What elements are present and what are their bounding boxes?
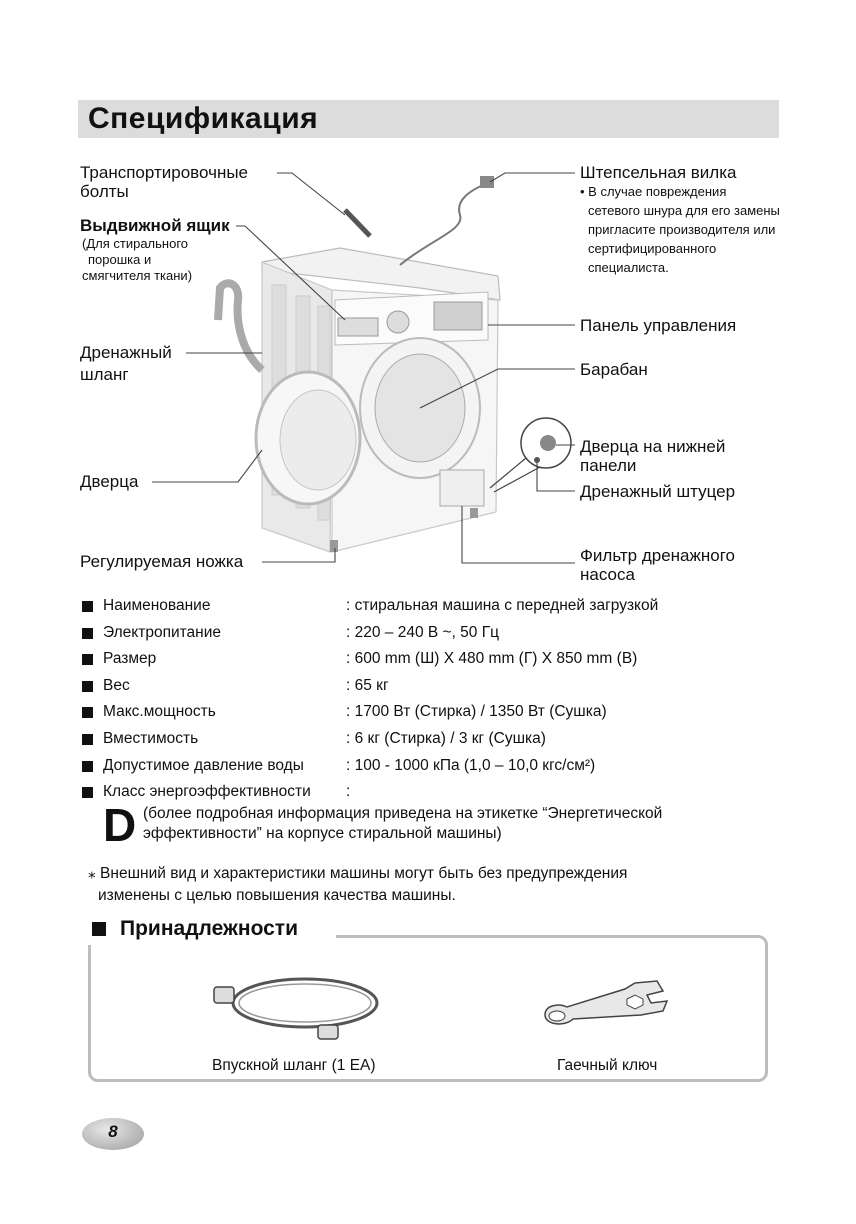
wrench-icon xyxy=(544,980,669,1025)
page-title: Спецификация xyxy=(88,102,319,135)
drawer-note-2: порошка и xyxy=(88,252,152,267)
energy-note-line-2: эффективности” на корпусе стиральной маш… xyxy=(143,825,502,842)
plug-note-1: • В случае повреждения xyxy=(580,184,727,199)
disclaimer: ⁎ Внешний вид и характеристики машины мо… xyxy=(88,863,627,907)
washing-machine-icon xyxy=(214,176,572,553)
label-drain-plug: Дренажный штуцер xyxy=(580,482,736,501)
plug-note-2: сетевого шнура для его замены xyxy=(588,203,780,218)
accessory-inlet-hose-label: Впускной шланг (1 EA) xyxy=(212,1057,376,1074)
washing-machine-diagram xyxy=(152,172,575,564)
disclaimer-line-1: ⁎ Внешний вид и характеристики машины мо… xyxy=(88,865,628,882)
drawer-note-1: (Для стирального xyxy=(82,236,188,251)
title-bar xyxy=(78,100,779,138)
label-drain-hose: Дренажный xyxy=(80,343,172,362)
label-transport-bolts-2: болты xyxy=(80,182,129,201)
label-control-panel: Панель управления xyxy=(580,316,737,335)
plug-note-3: пригласите производителя или xyxy=(588,222,776,237)
accessory-wrench-label: Гаечный ключ xyxy=(557,1057,658,1074)
drawer-note-3: смягчителя ткани) xyxy=(82,268,193,283)
label-lower-door: Дверца на нижней xyxy=(580,437,726,456)
energy-class-letter: D xyxy=(103,799,137,851)
label-transport-bolts: Транспортировочные xyxy=(80,163,248,182)
label-door: Дверца xyxy=(80,472,139,491)
accessories-title: Принадлежности xyxy=(120,917,298,940)
label-plug: Штепсельная вилка xyxy=(580,163,737,182)
page-number: 8 xyxy=(108,1122,118,1141)
disclaimer-line-2: изменены с целью повышения качества маши… xyxy=(98,887,456,904)
label-drum: Барабан xyxy=(580,360,648,379)
accessories-title-bg xyxy=(88,915,336,945)
inlet-hose-icon xyxy=(213,977,379,1040)
label-lower-door-2: панели xyxy=(580,456,637,475)
accessories-bullet xyxy=(92,922,106,936)
plug-note-4: сертифицированного xyxy=(588,241,717,256)
label-drawer: Выдвижной ящик xyxy=(80,216,230,235)
label-adjustable-foot: Регулируемая ножка xyxy=(80,552,244,571)
label-pump-filter: Фильтр дренажного xyxy=(580,546,736,565)
label-pump-filter-2: насоса xyxy=(580,565,635,584)
label-drain-hose-2: шланг xyxy=(80,365,129,384)
energy-note-line-1: (более подробная информация приведена на… xyxy=(143,805,663,822)
plug-note-5: специалиста. xyxy=(588,260,669,275)
leader-lines xyxy=(152,172,575,564)
page-number-badge xyxy=(82,1118,144,1150)
energy-note: (более подробная информация приведена на… xyxy=(143,804,662,844)
